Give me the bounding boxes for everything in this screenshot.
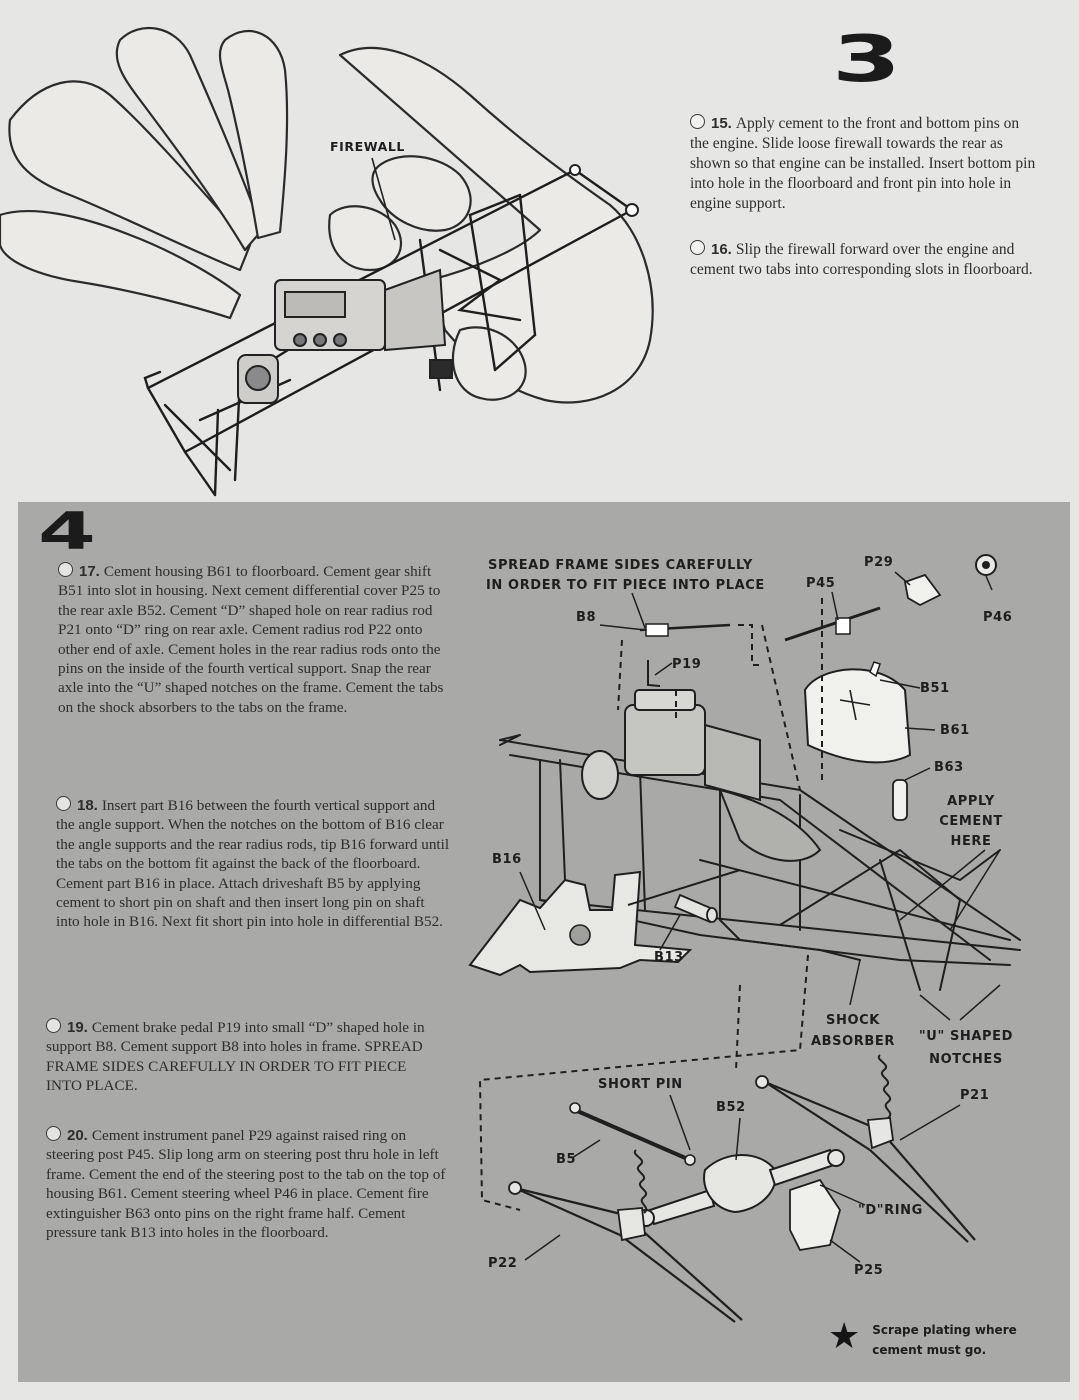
instruction-number: 15.	[711, 115, 732, 132]
label-b52: B52	[716, 1100, 746, 1115]
checkbox-circle-icon[interactable]	[46, 1126, 61, 1141]
label-short-pin: SHORT PIN	[598, 1077, 683, 1092]
checkbox-circle-icon[interactable]	[58, 562, 73, 577]
instruction-20: 20.Cement instrument panel P29 against r…	[46, 1126, 446, 1242]
firewall-label: FIREWALL	[330, 139, 405, 154]
label-b8: B8	[576, 610, 597, 625]
step-number-3: 3	[832, 23, 902, 97]
label-b16: B16	[492, 852, 522, 867]
label-b63: B63	[934, 760, 964, 775]
instruction-17: 17.Cement housing B61 to floorboard. Cem…	[58, 562, 450, 717]
star-icon: ★	[828, 1316, 861, 1356]
label-u-shaped-notches: "U" SHAPED NOTCHES	[918, 1029, 1014, 1067]
label-spread-frame-2: IN ORDER TO FIT PIECE INTO PLACE	[486, 578, 765, 593]
label-d-ring: "D"RING	[858, 1203, 923, 1218]
label-b13: B13	[654, 950, 684, 965]
label-p29: P29	[864, 555, 894, 570]
checkbox-circle-icon[interactable]	[690, 240, 705, 255]
scrape-plating-note: ★ Scrape plating where cement must go.	[828, 1316, 1022, 1360]
instruction-16: 16.Slip the firewall forward over the en…	[690, 240, 1040, 280]
label-p21: P21	[960, 1088, 990, 1103]
instruction-number: 17.	[79, 563, 100, 580]
instruction-19: 19.Cement brake pedal P19 into small “D”…	[46, 1018, 446, 1096]
label-b5: B5	[556, 1152, 577, 1167]
label-shock-absorber: SHOCK ABSORBER	[811, 1013, 895, 1049]
step-number-4: 4	[38, 502, 96, 562]
label-p22: P22	[488, 1256, 518, 1271]
checkbox-circle-icon[interactable]	[46, 1018, 61, 1033]
label-p46: P46	[983, 610, 1013, 625]
label-b61: B61	[940, 723, 970, 738]
instruction-number: 16.	[711, 241, 732, 258]
instruction-text: Cement brake pedal P19 into small “D” sh…	[46, 1019, 425, 1095]
instruction-text: Cement housing B61 to floorboard. Cement…	[58, 563, 444, 716]
instruction-15: 15.Apply cement to the front and bottom …	[690, 114, 1040, 214]
label-p45: P45	[806, 576, 836, 591]
label-spread-frame-1: SPREAD FRAME SIDES CAREFULLY	[488, 558, 753, 573]
label-apply-cement: APPLY CEMENT HERE	[939, 794, 1003, 849]
footnote-text: Scrape plating where cement must go.	[872, 1323, 1017, 1357]
instruction-number: 18.	[77, 797, 98, 814]
instruction-text: Insert part B16 between the fourth verti…	[56, 797, 450, 931]
instruction-number: 19.	[67, 1019, 88, 1036]
checkbox-circle-icon[interactable]	[690, 114, 705, 129]
checkbox-circle-icon[interactable]	[56, 796, 71, 811]
label-p19: P19	[672, 657, 702, 672]
label-p25: P25	[854, 1263, 884, 1278]
instruction-18: 18.Insert part B16 between the fourth ve…	[56, 796, 450, 932]
label-b51: B51	[920, 681, 950, 696]
instruction-text: Cement instrument panel P29 against rais…	[46, 1127, 446, 1242]
instruction-number: 20.	[67, 1127, 88, 1144]
instruction-text: Slip the firewall forward over the engin…	[690, 241, 1033, 278]
instruction-text: Apply cement to the front and bottom pin…	[690, 115, 1036, 212]
step3-illustration	[0, 26, 654, 497]
